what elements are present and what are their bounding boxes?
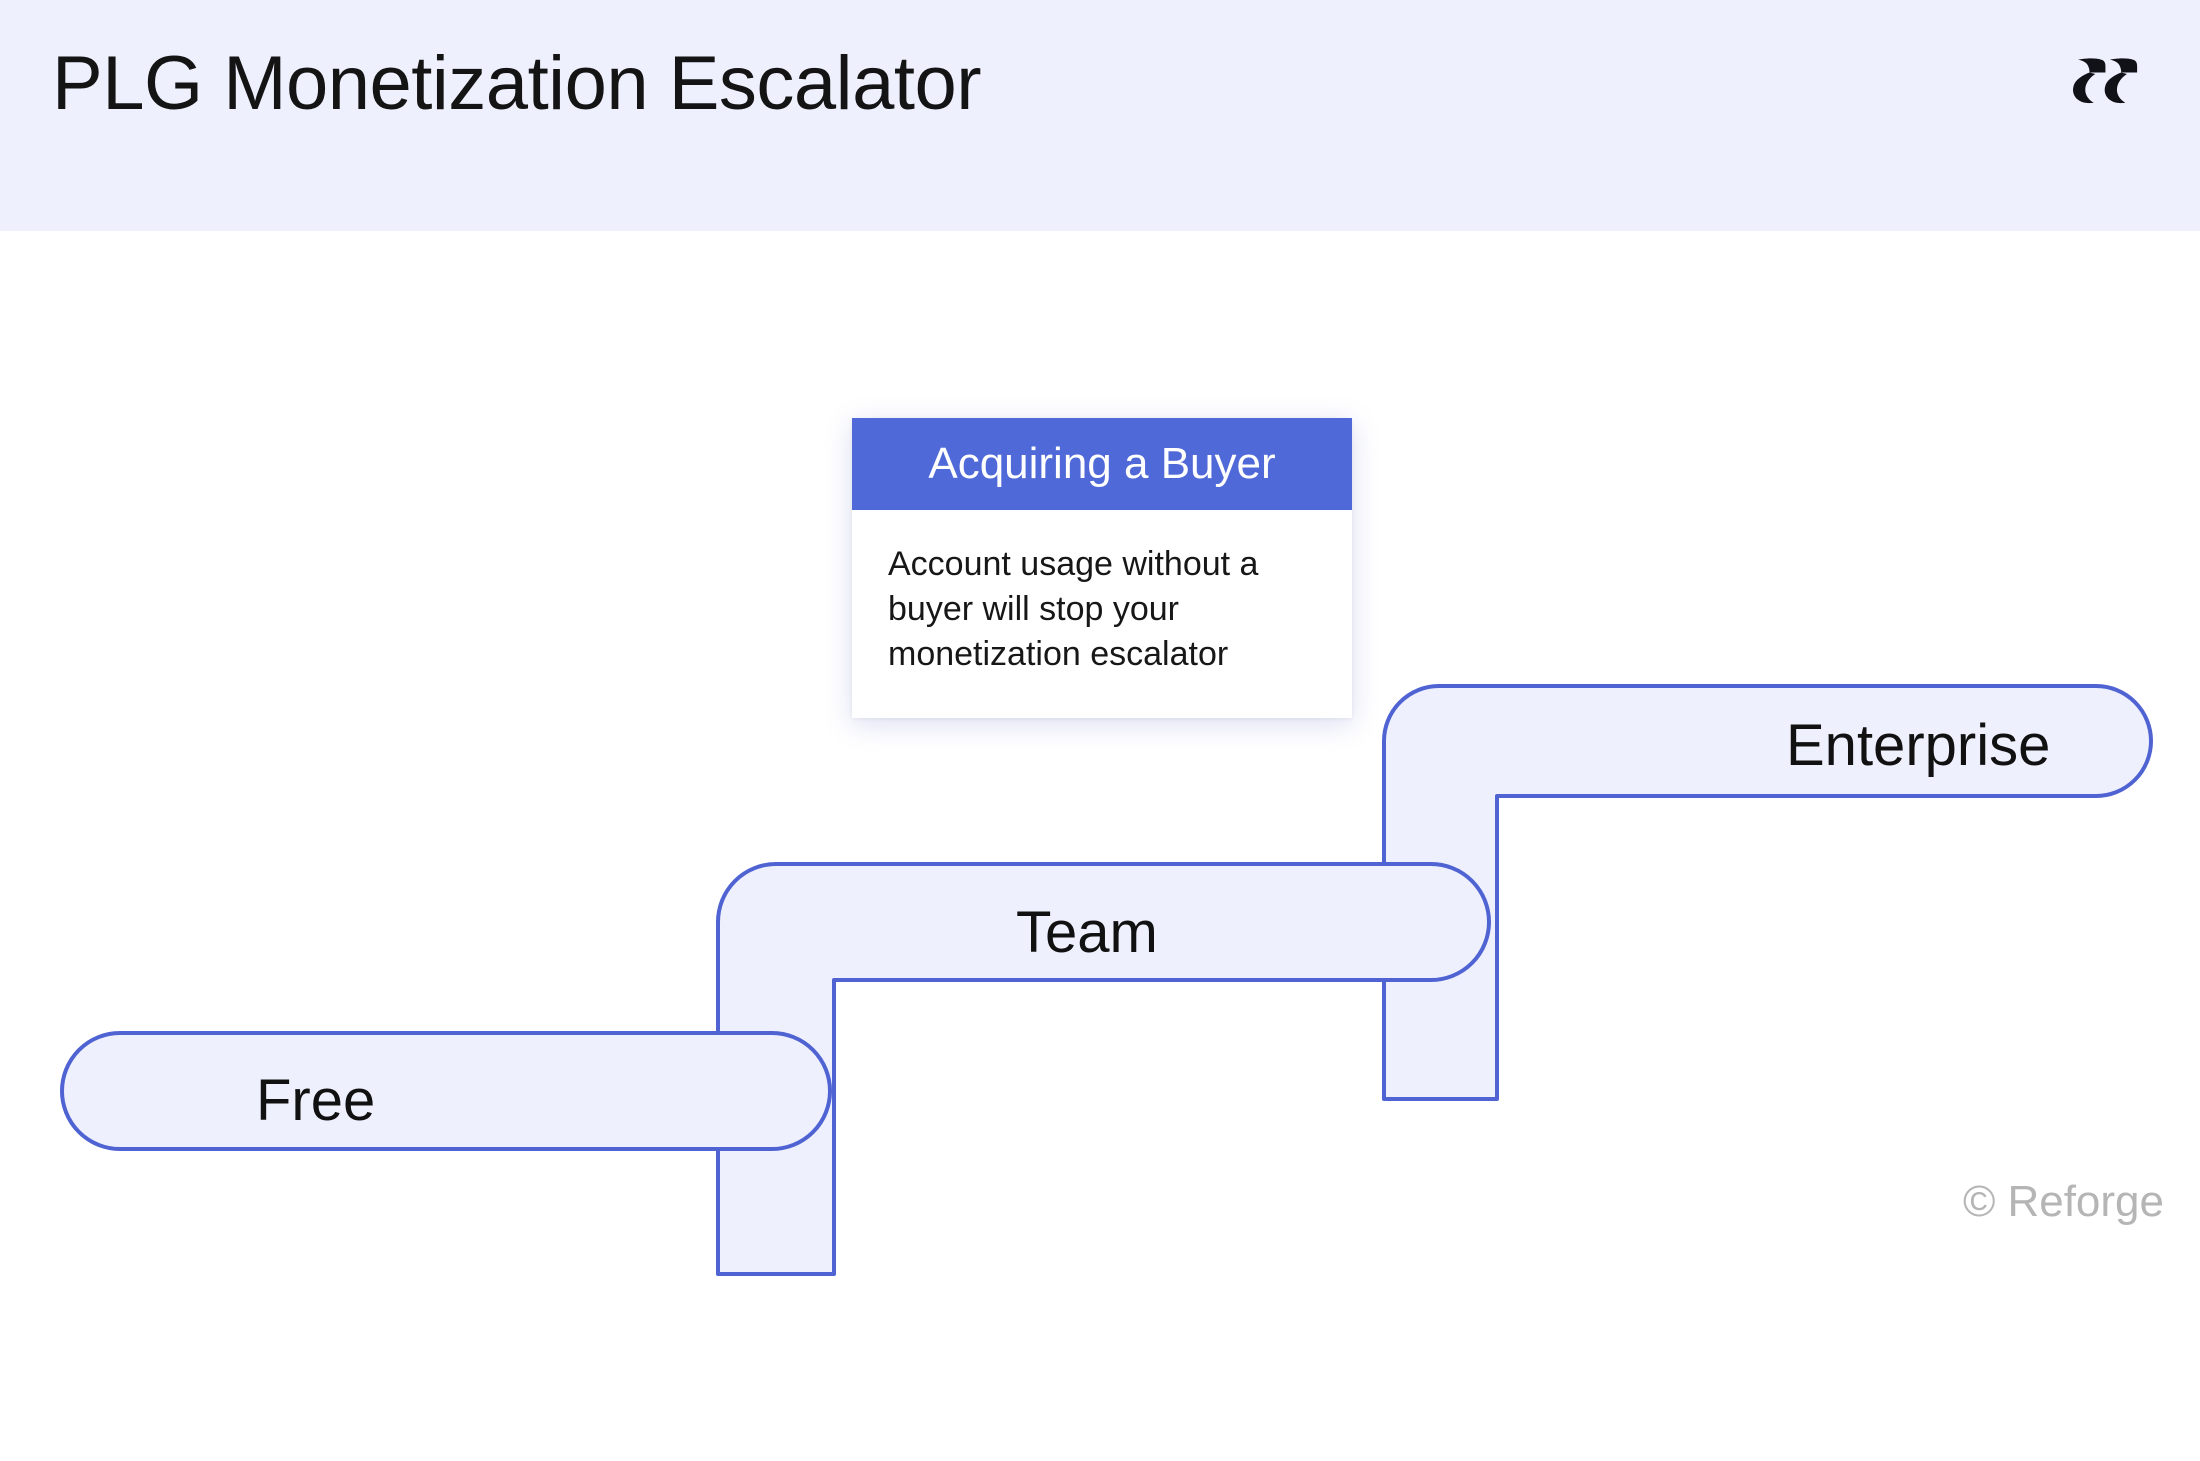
callout-body-text: Account usage without a buyer will stop …	[888, 545, 1259, 674]
escalator-step-free[interactable]: Free	[60, 1031, 850, 1461]
copyright-icon: ©	[1963, 1177, 1996, 1226]
callout-title: Acquiring a Buyer	[928, 439, 1276, 488]
reforge-logo-icon	[2068, 42, 2140, 106]
page-title: PLG Monetization Escalator	[52, 41, 982, 126]
escalator-step-enterprise[interactable]: Enterprise	[1382, 684, 2172, 1114]
escalator-step-label-free: Free	[256, 1068, 376, 1133]
escalator-diagram: Enterprise Team Free	[0, 231, 2200, 1276]
callout-body: Account usage without a buyer will stop …	[852, 510, 1352, 718]
copyright-text: Reforge	[2007, 1177, 2164, 1226]
escalator-step-label-enterprise: Enterprise	[1786, 713, 2051, 778]
escalator-step-label-team: Team	[1016, 900, 1158, 965]
escalator-step-team[interactable]: Team	[716, 862, 1506, 1292]
copyright-notice: © Reforge	[1963, 1180, 2164, 1224]
callout-header: Acquiring a Buyer	[852, 418, 1352, 510]
callout-card: Acquiring a Buyer Account usage without …	[852, 418, 1352, 718]
header-banner: PLG Monetization Escalator	[0, 0, 2200, 231]
